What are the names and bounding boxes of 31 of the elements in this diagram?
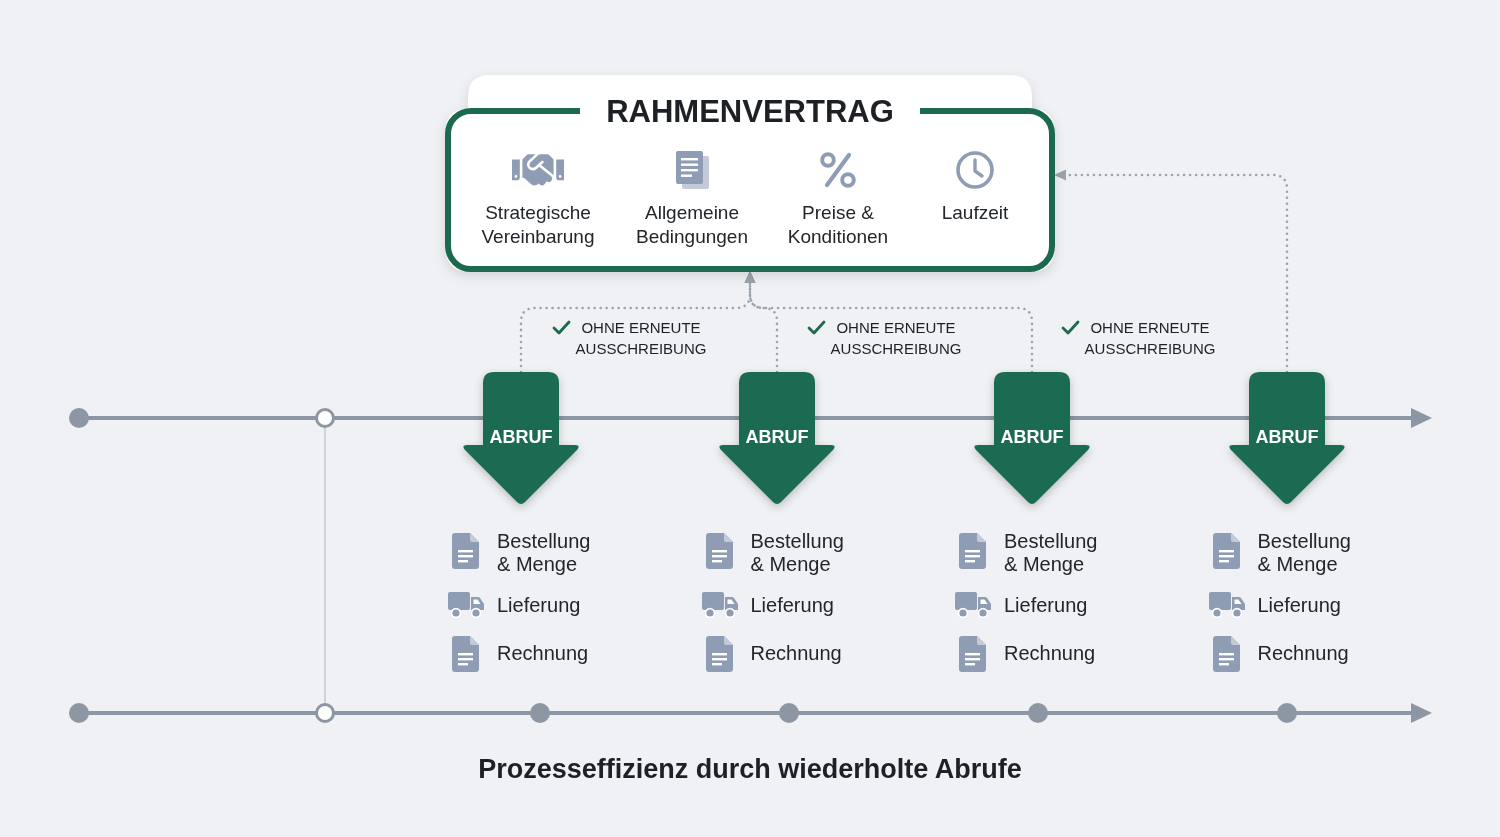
- arrow-label: ABRUF: [745, 426, 809, 448]
- step-text: Lieferung: [1257, 594, 1341, 617]
- annotation-text: OHNE ERNEUTE AUSSCHREIBUNG: [829, 318, 963, 359]
- feature-text: Strategische Vereinbarung: [480, 201, 596, 249]
- step-text: Rechnung: [1257, 642, 1349, 665]
- dotted-arrow: [744, 270, 1034, 374]
- feature-text: Preise & Konditionen: [786, 201, 890, 249]
- caption: Prozesseffizienz durch wiederholte Abrufe: [478, 753, 1022, 786]
- down-arrow-shape: [718, 372, 836, 506]
- step-text: Bestellung & Menge: [1004, 530, 1099, 576]
- feature-text: Allgemeine Bedingungen: [635, 201, 749, 249]
- contract-frame: [445, 75, 1055, 272]
- step-text: Lieferung: [750, 594, 834, 617]
- frame-title: RAHMENVERTRAG: [606, 94, 894, 130]
- step-text: Rechnung: [750, 642, 842, 665]
- down-arrow-shape: [1228, 372, 1346, 506]
- arrow-label: ABRUF: [1000, 426, 1064, 448]
- arrow-label: ABRUF: [489, 426, 553, 448]
- step-text: Bestellung & Menge: [497, 530, 592, 576]
- step-text: Rechnung: [1004, 642, 1096, 665]
- down-arrow-shape: [462, 372, 580, 506]
- step-text: Bestellung & Menge: [1257, 530, 1352, 576]
- step-text: Bestellung & Menge: [750, 530, 845, 576]
- step-text: Lieferung: [1004, 594, 1088, 617]
- arrow-label: ABRUF: [1255, 426, 1319, 448]
- down-arrow-shape: [973, 372, 1091, 506]
- step-text: Rechnung: [497, 642, 589, 665]
- feature-text: Laufzeit: [940, 201, 1010, 225]
- step-text: Lieferung: [497, 594, 581, 617]
- annotation-text: OHNE ERNEUTE AUSSCHREIBUNG: [574, 318, 708, 359]
- annotation-text: OHNE ERNEUTE AUSSCHREIBUNG: [1083, 318, 1217, 359]
